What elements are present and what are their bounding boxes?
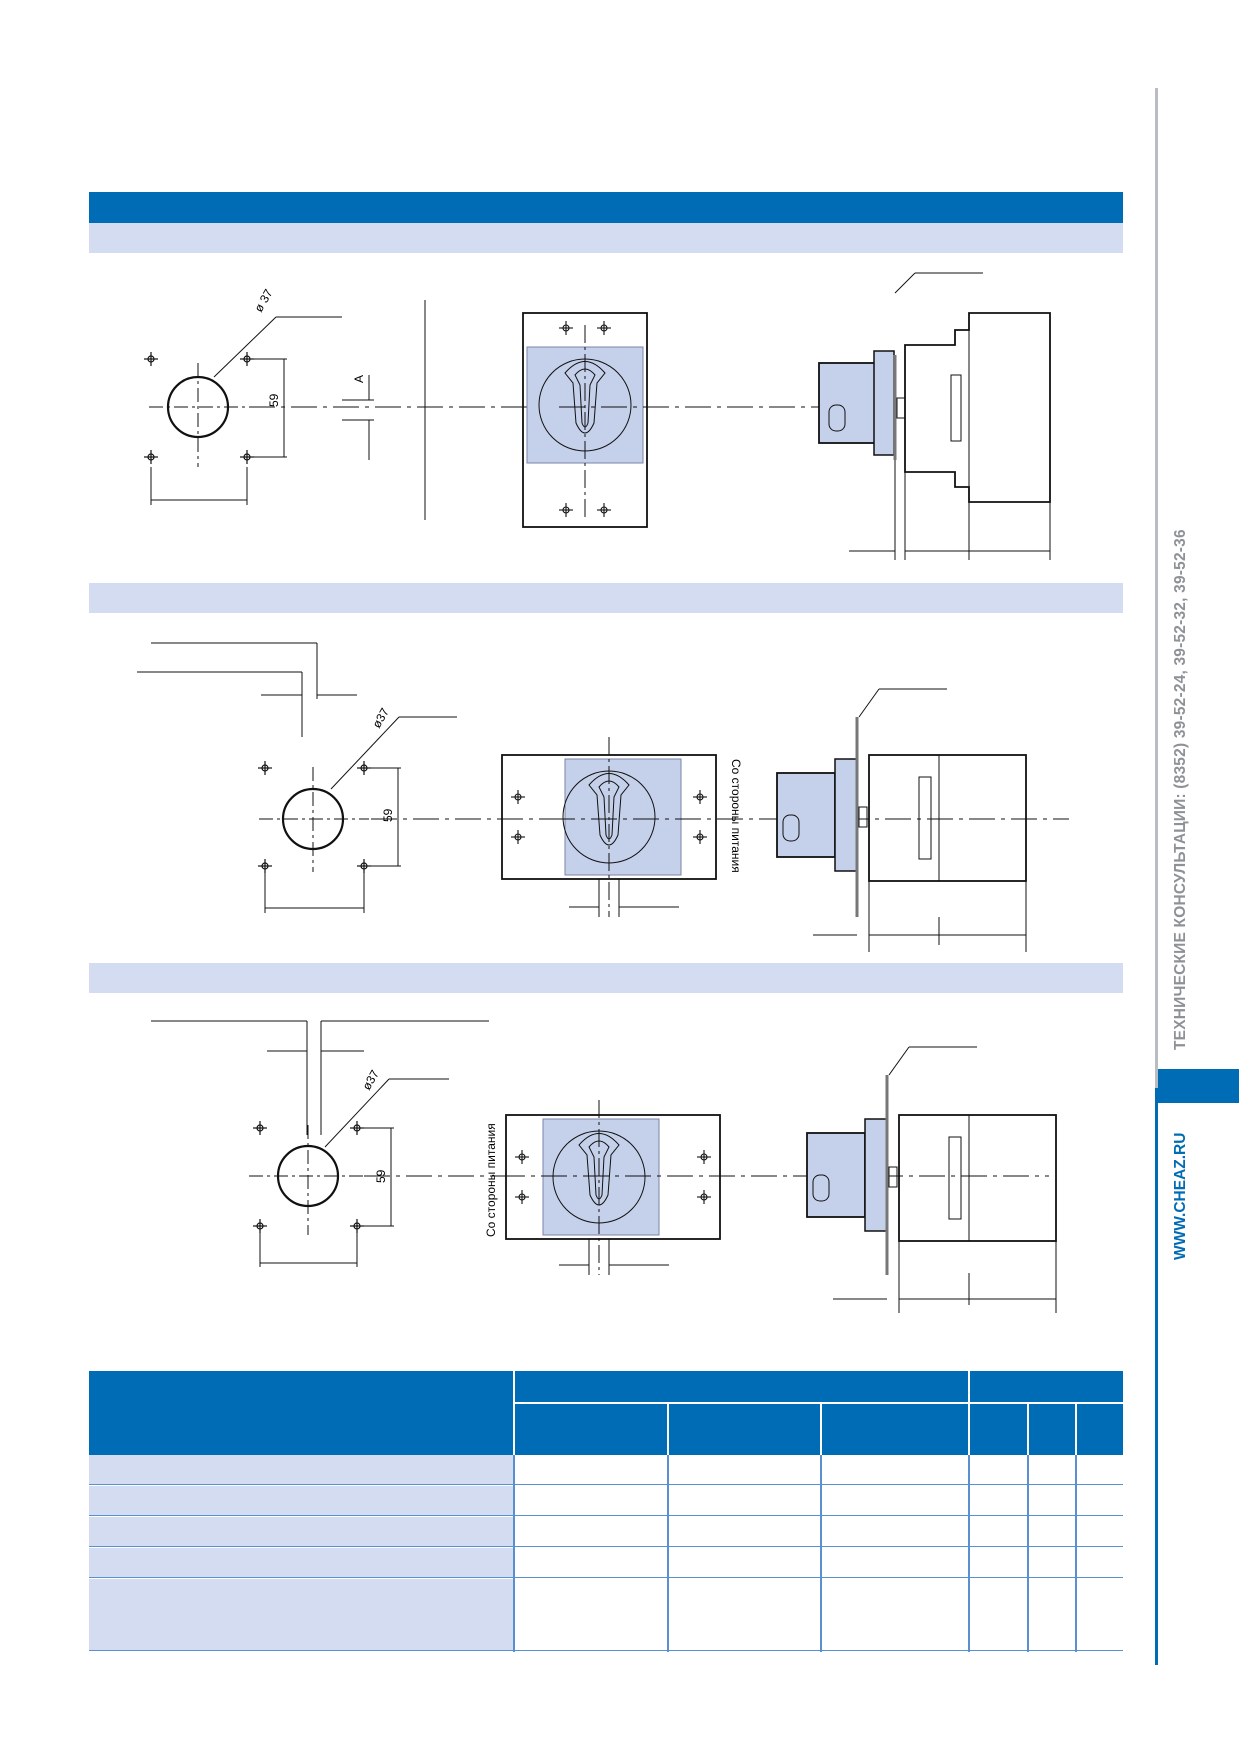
- drawing-row-2: ø37 59 Со стороны питания: [89, 617, 1123, 957]
- header-bar: [89, 192, 1123, 223]
- dim-diameter-3: ø37: [359, 1067, 382, 1092]
- dim-diameter-2: ø37: [369, 705, 392, 730]
- row-label-cell: [89, 1517, 513, 1546]
- row-label-cell: [89, 1579, 513, 1650]
- table-header: [89, 1371, 1123, 1455]
- drawing-row-3: ø37 59 Со стороны питания: [89, 1005, 1123, 1335]
- dim-59-1: 59: [267, 393, 281, 407]
- row-label-cell: [89, 1455, 513, 1484]
- dim-59-2: 59: [381, 808, 395, 822]
- supply-side-label-3: Со стороны питания: [484, 1123, 498, 1237]
- section-bar-3: [89, 963, 1123, 993]
- dim-59-3: 59: [374, 1169, 388, 1183]
- table-row: [89, 1455, 1123, 1485]
- technical-drawing-2: ø37 59 Со стороны питания: [137, 642, 1069, 952]
- table-row: [89, 1517, 1123, 1547]
- dim-diameter-1: ø 37: [251, 286, 275, 314]
- drawing-row-1: ø 37 59 A: [89, 255, 1123, 575]
- supply-side-label-2: Со стороны питания: [729, 759, 743, 873]
- row-label-cell: [89, 1486, 513, 1515]
- row-label-cell: [89, 1548, 513, 1577]
- website-link[interactable]: WWW.CHEAZ.RU: [1172, 1132, 1189, 1260]
- technical-drawing-1: ø 37 59 A: [144, 272, 1051, 560]
- dim-A: A: [352, 375, 366, 383]
- section-bar-2: [89, 583, 1123, 613]
- table-row: [89, 1579, 1123, 1651]
- table-row: [89, 1548, 1123, 1578]
- side-rule-accent: [1155, 1088, 1158, 1665]
- side-rule: [1155, 88, 1158, 1665]
- table-row: [89, 1486, 1123, 1516]
- consultation-phone-text: ТЕХНИЧЕСКИЕ КОНСУЛЬТАЦИИ: (8352) 39-52-2…: [1172, 529, 1189, 1050]
- section-bar-1: [89, 223, 1123, 253]
- side-tab: [1158, 1069, 1239, 1103]
- technical-drawing-3: ø37 59 Со стороны питания: [151, 1020, 1057, 1313]
